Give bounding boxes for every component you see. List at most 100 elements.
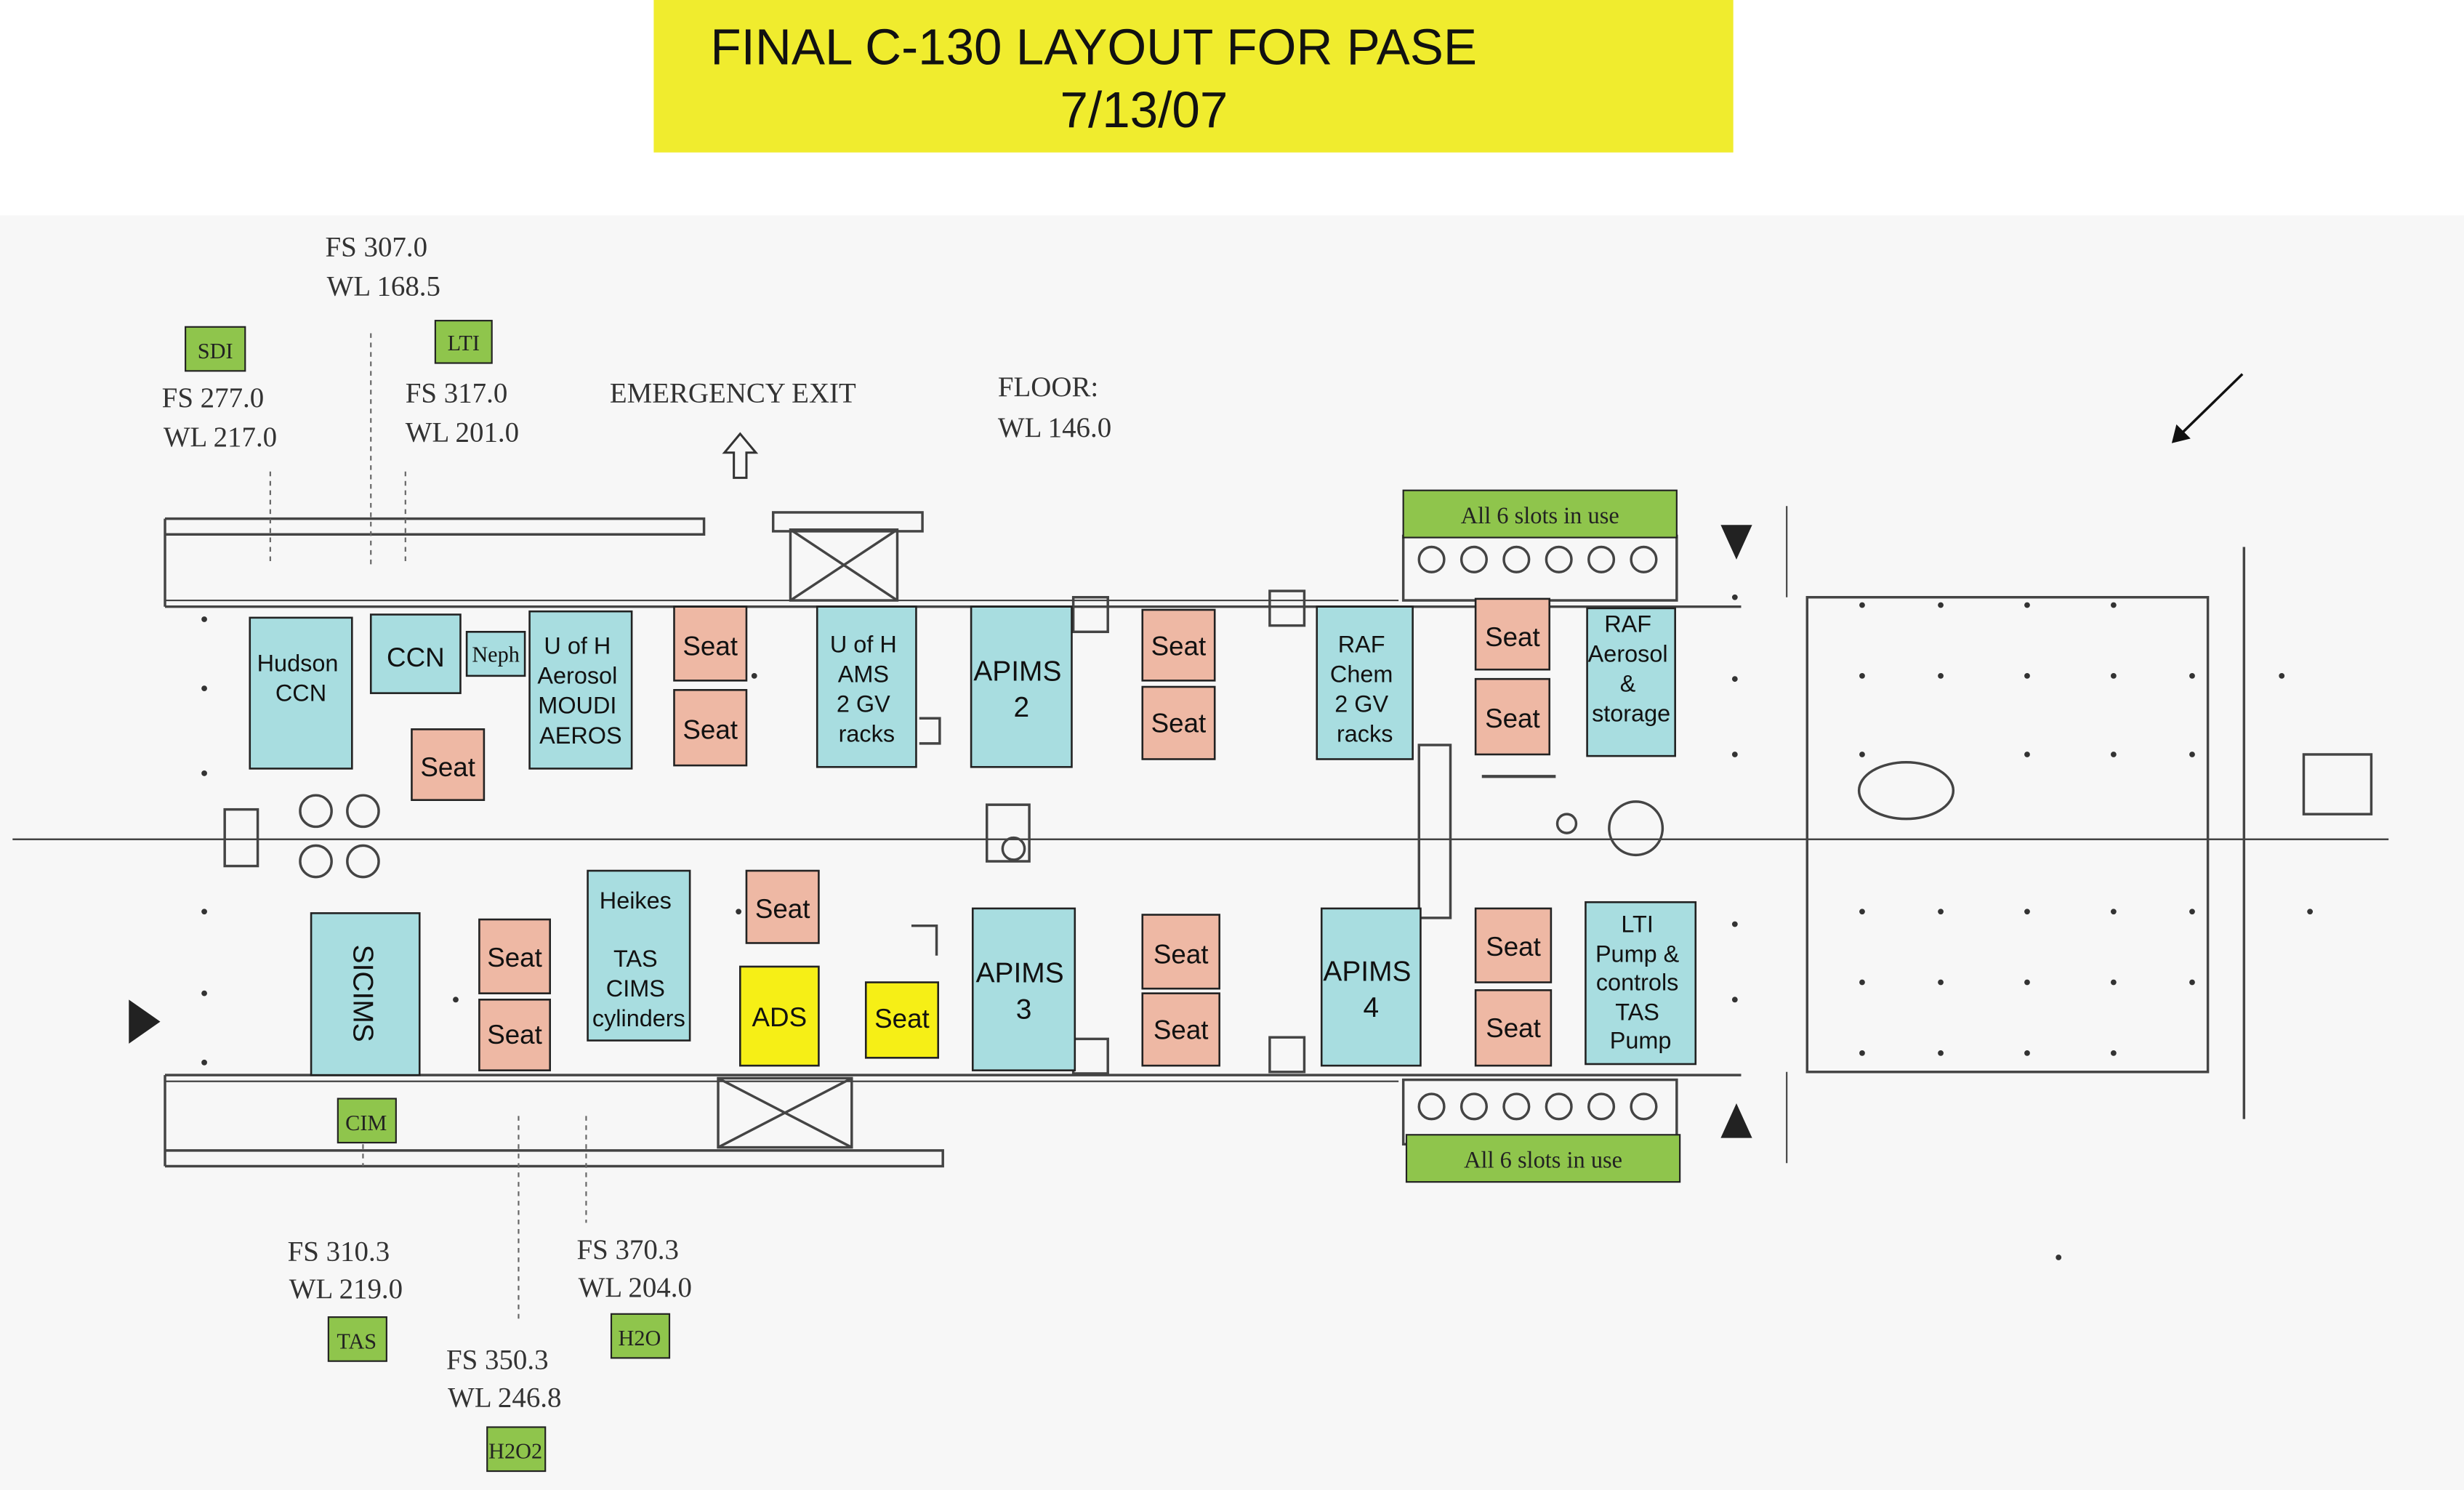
svg-text:Seat: Seat (683, 632, 738, 661)
svg-text:Seat: Seat (1485, 622, 1540, 652)
seat: Seat (1474, 989, 1553, 1067)
slots-banner-bottom: All 6 slots in use (1405, 1134, 1681, 1183)
wl246-label: WL 246.8 (448, 1382, 561, 1413)
inlet-tag-h2o2: H2O2 (486, 1426, 547, 1473)
svg-text:APIMS 4: APIMS 4 (1323, 956, 1419, 1023)
inlet-tag-cim: CIM (337, 1098, 397, 1144)
seat: Seat (1474, 677, 1551, 756)
svg-text:ADS: ADS (752, 1002, 808, 1032)
page-date: 7/13/07 (1060, 81, 1228, 138)
svg-text:APIMS 2: APIMS 2 (973, 656, 1069, 723)
rack-ads: ADS (738, 965, 820, 1067)
rack-apims-3: APIMS 3 (971, 907, 1076, 1071)
rack-sicims: SICIMS (310, 912, 421, 1076)
svg-text:Heikes TAS: Heikes TAS CIMS cylinders (592, 887, 685, 1031)
svg-text:Seat: Seat (1485, 704, 1540, 733)
svg-text:Seat: Seat (487, 943, 542, 972)
svg-text:All 6 slots in use: All 6 slots in use (1461, 503, 1619, 529)
svg-text:APIMS 3: APIMS 3 (976, 958, 1072, 1026)
wl168-label: WL 168.5 (327, 271, 440, 302)
svg-text:Seat: Seat (1151, 632, 1207, 661)
fuselage-outline (12, 506, 2389, 1168)
svg-text:Seat: Seat (1151, 709, 1207, 738)
emergency-exit-label: EMERGENCY EXIT (610, 378, 856, 409)
svg-text:SICIMS: SICIMS (347, 945, 378, 1042)
seat: Seat (1474, 907, 1553, 983)
scanned-drawing-background (0, 215, 2464, 1490)
fs277-label: FS 277.0 (162, 382, 265, 414)
seat: Seat (1474, 597, 1551, 671)
seat: Seat (673, 689, 748, 767)
floor-wl-label: WL 146.0 (998, 412, 1111, 443)
svg-text:Seat: Seat (1486, 1013, 1541, 1043)
seat: Seat (411, 728, 486, 801)
rack-hudson-ccn: Hudson CCN (249, 616, 353, 770)
svg-text:TAS: TAS (337, 1329, 377, 1353)
diagonal-arrow-icon (2171, 373, 2244, 443)
inlet-tag-tas: TAS (327, 1316, 387, 1362)
rack-neph: Neph (465, 631, 526, 677)
svg-text:Seat: Seat (1486, 932, 1541, 962)
svg-text:Seat: Seat (487, 1020, 542, 1050)
wl219-label: WL 219.0 (289, 1273, 403, 1305)
svg-text:H2O2: H2O2 (488, 1439, 542, 1464)
svg-text:RAF Aerosol &: RAF Aerosol & storage (1588, 611, 1675, 726)
inlet-leader-lines (269, 333, 587, 1321)
wl204-label: WL 204.0 (579, 1272, 692, 1303)
rack-uofh-ams: U of H AMS 2 GV racks (816, 605, 917, 768)
svg-text:RAF Chem 2 GV: RAF Chem 2 GV racks (1330, 631, 1400, 746)
direction-markers (129, 373, 2244, 1138)
svg-text:Seat: Seat (1154, 1015, 1209, 1044)
fs370-label: FS 370.3 (576, 1234, 679, 1265)
seat: Seat (478, 918, 551, 994)
svg-text:U of H AMS 2 GV: U of H AMS 2 GV racks (830, 631, 903, 746)
floor-label: FLOOR: (998, 371, 1098, 403)
seat: Seat (1141, 685, 1216, 760)
svg-text:Seat: Seat (420, 752, 475, 782)
rack-apims-2: APIMS 2 (970, 605, 1073, 768)
wl201-label: WL 201.0 (406, 417, 519, 448)
rack-heikes-tas-cims: Heikes TAS CIMS cylinders (587, 869, 691, 1042)
rack-lti-pump: LTI Pump & controls TAS Pump (1585, 901, 1697, 1066)
rack-apims-4: APIMS 4 (1320, 907, 1422, 1067)
forward-triangle-icon (129, 999, 161, 1044)
inlet-tag-sdi: SDI (185, 326, 246, 372)
tiedown-dots (201, 594, 2314, 1260)
seat: Seat (1141, 992, 1221, 1067)
svg-text:LTI: LTI (448, 331, 480, 355)
rack-raf-aerosol: RAF Aerosol & storage (1586, 607, 1676, 757)
fs317-label: FS 317.0 (406, 378, 508, 409)
fs350-label: FS 350.3 (446, 1344, 549, 1375)
svg-text:All 6 slots in use: All 6 slots in use (1464, 1148, 1622, 1174)
svg-text:Hudson CCN: Hudson CCN (257, 650, 345, 706)
seat: Seat (745, 869, 820, 944)
svg-text:SDI: SDI (198, 339, 233, 363)
rack-raf-chem: RAF Chem 2 GV racks (1316, 605, 1414, 760)
svg-text:Seat: Seat (683, 714, 738, 744)
rack-uofh-aerosol: U of H Aerosol MOUDI AEROS (528, 610, 633, 770)
seat: Seat (1141, 608, 1216, 682)
svg-text:CCN: CCN (387, 643, 445, 672)
svg-text:CIM: CIM (345, 1111, 387, 1135)
svg-text:Seat: Seat (1154, 940, 1209, 970)
wl217-label: WL 217.0 (164, 422, 277, 453)
down-triangle-icon (1720, 525, 1752, 560)
svg-text:U of H Aerosol MOU: U of H Aerosol MOUDI AEROS (537, 633, 624, 749)
rack-ccn: CCN (369, 613, 462, 694)
svg-text:Seat: Seat (755, 894, 810, 924)
up-triangle-icon (1720, 1103, 1752, 1138)
fs307-label: FS 307.0 (326, 231, 428, 262)
title-banner (653, 0, 1734, 153)
inlet-tag-lti: LTI (434, 320, 493, 364)
page-title: FINAL C-130 LAYOUT FOR PASE (710, 19, 1477, 76)
slots-banner-top: All 6 slots in use (1402, 489, 1678, 539)
svg-text:LTI Pump & control: LTI Pump & controls TAS Pump (1595, 911, 1686, 1053)
seat: Seat (673, 605, 748, 682)
fs310-label: FS 310.3 (288, 1236, 390, 1267)
seat: Seat (1141, 914, 1221, 990)
svg-text:Neph: Neph (472, 642, 520, 667)
svg-text:Seat: Seat (874, 1004, 930, 1034)
seat: Seat (478, 999, 551, 1071)
emergency-exit-arrow-icon (722, 432, 759, 479)
